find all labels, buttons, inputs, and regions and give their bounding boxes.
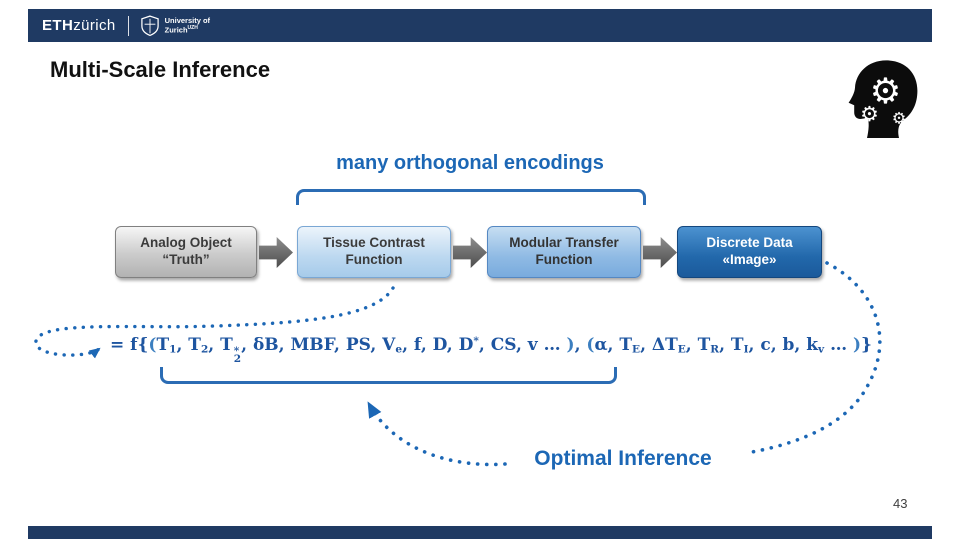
formula: = f{(T1, T2, T*2, δB, MBF, PS, Ve, f, D,… bbox=[110, 335, 872, 365]
formula-underbracket bbox=[160, 367, 617, 384]
flow-arrow-icon bbox=[453, 237, 487, 268]
box-line2: Function bbox=[535, 252, 593, 267]
gear-icon: ⚙ bbox=[860, 102, 879, 126]
box-tissue-contrast: Tissue Contrast Function bbox=[297, 226, 451, 278]
encodings-bracket bbox=[296, 189, 646, 205]
gear-icon: ⚙ bbox=[870, 71, 902, 112]
uzh-sup: UZH bbox=[187, 25, 198, 32]
uzh-line1: University of bbox=[164, 16, 211, 26]
flow-arrow-icon bbox=[259, 237, 293, 268]
page-title: Multi-Scale Inference bbox=[50, 57, 271, 82]
gear-icon: ⚙ bbox=[892, 109, 906, 128]
box-line1: Analog Object bbox=[140, 235, 232, 251]
box-line1: Discrete Data bbox=[706, 235, 793, 251]
uzh-logo-text: University of ZurichUZH bbox=[165, 16, 210, 35]
uzh-logo: University of ZurichUZH bbox=[140, 14, 210, 37]
header-bar: ETHzürich University of ZurichUZH bbox=[28, 9, 932, 42]
box-line2: Function bbox=[345, 252, 403, 267]
box-modular-transfer: Modular Transfer Function bbox=[487, 226, 641, 278]
box-line2: «Image» bbox=[722, 252, 777, 267]
box-discrete-data: Discrete Data «Image» bbox=[677, 226, 822, 278]
box-analog-object: Analog Object “Truth” bbox=[115, 226, 257, 278]
logo-separator bbox=[127, 15, 129, 36]
eth-logo: ETHzürich bbox=[42, 17, 116, 34]
optimal-inference-label: Optimal Inference bbox=[534, 447, 712, 470]
box-line1: Tissue Contrast bbox=[323, 235, 425, 251]
eth-logo-bold: ETH bbox=[42, 17, 74, 34]
optimal-inference-arrow bbox=[367, 401, 507, 467]
head-gears-icon: ⚙ ⚙ ⚙ bbox=[848, 60, 918, 138]
page-number: 43 bbox=[893, 496, 908, 511]
uzh-line2: ZurichUZH bbox=[164, 25, 198, 35]
head-silhouette bbox=[848, 60, 918, 138]
box-line1: Modular Transfer bbox=[509, 235, 619, 251]
eth-logo-rest: zürich bbox=[73, 17, 116, 34]
uzh-crest-icon bbox=[140, 14, 159, 36]
footer-bar bbox=[28, 526, 932, 539]
encodings-label: many orthogonal encodings bbox=[336, 152, 604, 174]
box-line2: “Truth” bbox=[162, 252, 210, 267]
flow-arrow-icon bbox=[643, 237, 677, 268]
